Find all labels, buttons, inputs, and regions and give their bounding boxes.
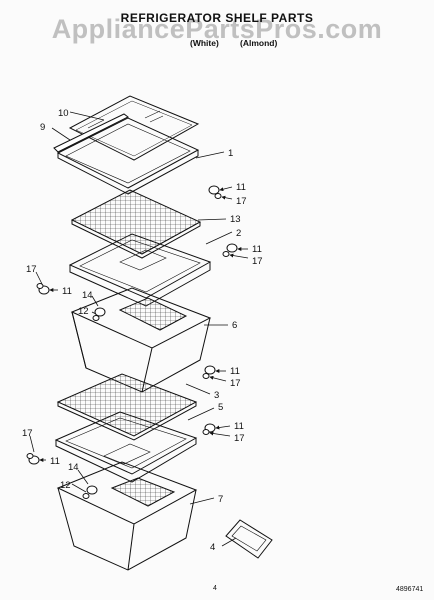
crisper-drawer-upper: [70, 287, 212, 393]
variant-almond: (Almond): [240, 38, 278, 48]
glass-shelf: [68, 95, 200, 161]
part-label-17f: 17: [22, 428, 33, 439]
leader-lines: [29, 111, 249, 547]
shelf-front-trim: [53, 113, 129, 153]
part-label-11b: 11: [252, 244, 262, 255]
part-label-2: 2: [236, 228, 241, 239]
part-label-11a: 11: [236, 182, 246, 193]
part-label-1: 1: [228, 148, 233, 159]
page-number: 4: [213, 585, 217, 592]
part-label-17a: 17: [236, 196, 247, 207]
part-label-11d: 11: [230, 366, 240, 377]
part-label-6: 6: [232, 320, 237, 331]
variant-white: (White): [190, 38, 219, 48]
part-label-14b: 14: [68, 462, 79, 473]
part-label-17e: 17: [234, 433, 245, 444]
part-label-17b: 17: [252, 256, 263, 267]
crisper-drawer-lower: [56, 461, 198, 571]
shelf-frame: [56, 117, 200, 195]
part-label-11e: 11: [234, 421, 244, 432]
watermark: AppliancePartsPros.com: [51, 14, 383, 44]
part-label-4: 4: [210, 542, 215, 553]
part-label-9: 9: [40, 122, 45, 133]
crisper-cover-upper: [70, 189, 202, 259]
part-label-12b: 12: [60, 480, 71, 491]
diagram-title: REFRIGERATOR SHELF PARTS: [120, 11, 314, 25]
crisper-cover-lower: [56, 373, 198, 441]
part-label-11c: 11: [62, 286, 72, 297]
part-label-3: 3: [214, 390, 219, 401]
part-label-17d: 17: [230, 378, 241, 389]
part-label-12a: 12: [78, 306, 89, 317]
bushing-hardware: [26, 185, 238, 499]
part-label-11f: 11: [50, 456, 60, 467]
part-label-17c: 17: [26, 264, 37, 275]
part-label-10: 10: [58, 108, 69, 119]
label-plate: [225, 519, 273, 559]
part-label-14a: 14: [82, 290, 93, 301]
document-number: 4896741: [396, 586, 424, 593]
part-label-5: 5: [218, 402, 223, 413]
part-label-13: 13: [230, 214, 241, 225]
part-label-7: 7: [218, 494, 223, 505]
